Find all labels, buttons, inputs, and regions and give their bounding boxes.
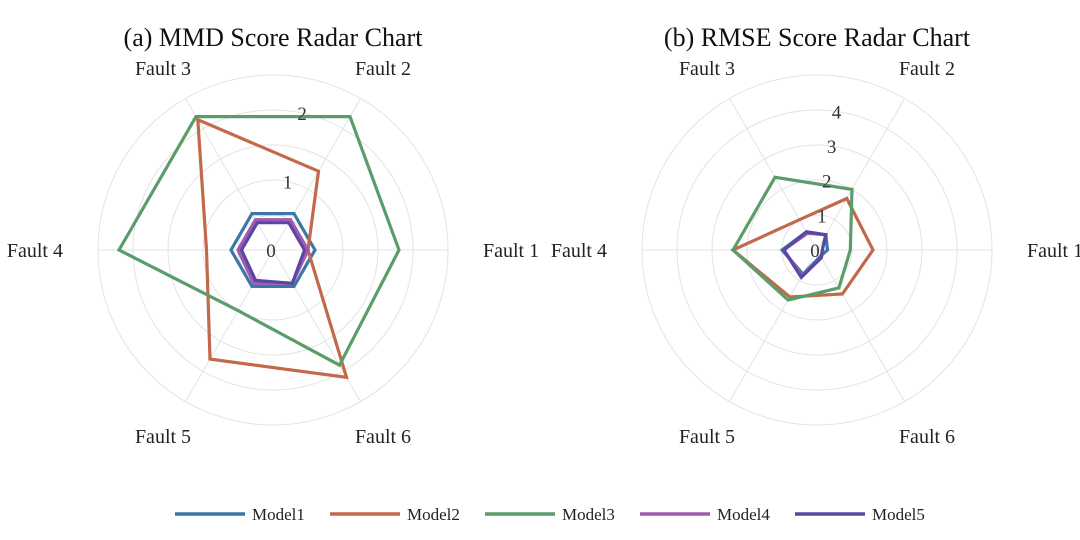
legend-label: Model4	[717, 505, 770, 524]
category-label-fault-2: Fault 2	[355, 58, 411, 80]
grid-spoke	[729, 98, 818, 251]
series-model3-polygon	[730, 175, 854, 302]
radial-tick-label: 4	[832, 102, 842, 123]
grid-spoke	[816, 98, 905, 251]
category-label-fault-6: Fault 6	[899, 426, 955, 448]
radial-tick-label: 2	[297, 104, 307, 125]
series-model2-polygon	[196, 117, 349, 380]
category-label-fault-6: Fault 6	[355, 426, 411, 448]
radial-tick-label: 2	[822, 172, 832, 193]
legend-item-model4: Model4	[640, 505, 770, 524]
grid-spoke	[185, 249, 274, 402]
grid-spoke	[185, 98, 274, 251]
category-label-fault-3: Fault 3	[679, 58, 735, 80]
radial-tick-label: 1	[283, 173, 293, 194]
legend-label: Model1	[252, 505, 305, 524]
category-label-fault-5: Fault 5	[135, 426, 191, 448]
chart-title-rmse: (b) RMSE Score Radar Chart	[664, 23, 971, 52]
legend-label: Model3	[562, 505, 615, 524]
legend-item-model1: Model1	[175, 505, 305, 524]
category-label-fault-1: Fault 1	[1027, 240, 1080, 262]
radial-tick-label: 3	[827, 137, 837, 158]
legend: Model1 Model2 Model3 Model4 Model5	[175, 505, 925, 524]
legend-item-model2: Model2	[330, 505, 460, 524]
category-label-fault-4: Fault 4	[551, 240, 607, 262]
legend-item-model5: Model5	[795, 505, 925, 524]
legend-label: Model2	[407, 505, 460, 524]
radial-tick-label: 0	[810, 241, 820, 262]
category-label-fault-5: Fault 5	[679, 426, 735, 448]
series-model5-polygon	[239, 221, 307, 285]
category-label-fault-4: Fault 4	[7, 240, 63, 262]
legend-label: Model5	[872, 505, 925, 524]
chart-title-mmd: (a) MMD Score Radar Chart	[124, 23, 424, 52]
legend-item-model3: Model3	[485, 505, 615, 524]
grid-spoke	[816, 249, 905, 402]
series-model1-polygon	[229, 212, 317, 288]
category-label-fault-2: Fault 2	[899, 58, 955, 80]
radial-tick-label: 0	[266, 241, 276, 262]
category-label-fault-1: Fault 1	[483, 240, 539, 262]
series-model3-polygon	[116, 114, 401, 368]
category-label-fault-3: Fault 3	[135, 58, 191, 80]
radial-tick-label: 1	[817, 206, 827, 227]
series-model5-polygon	[781, 230, 828, 280]
